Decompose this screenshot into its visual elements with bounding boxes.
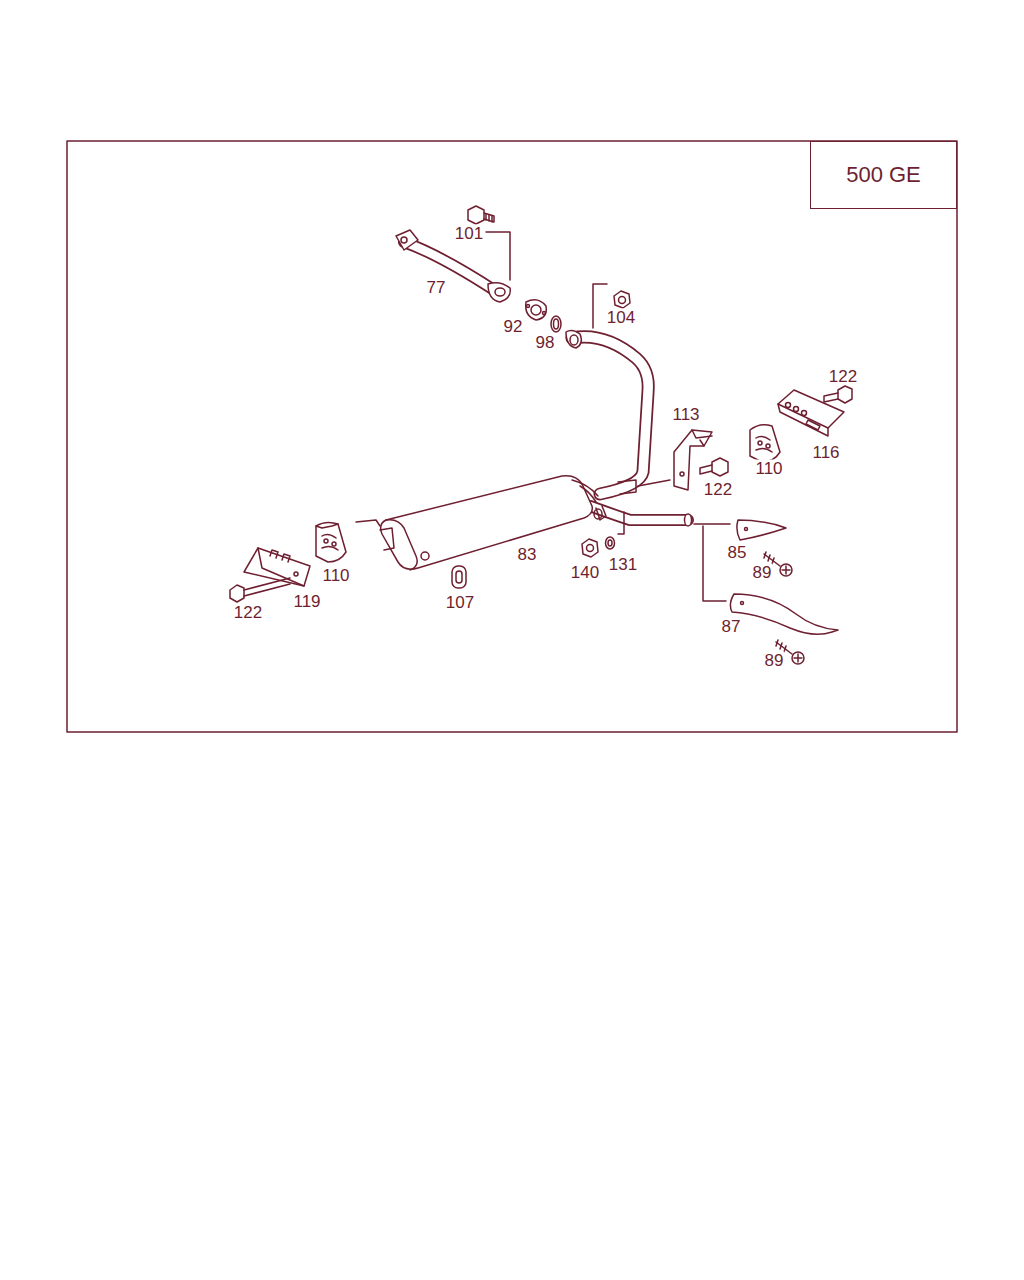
callout-number: 110 xyxy=(321,567,350,584)
nut xyxy=(582,539,598,557)
intermediate-pipe xyxy=(566,330,648,494)
callout-number: 98 xyxy=(535,334,556,351)
tail-pipe xyxy=(590,506,692,526)
model-box: 500 GE xyxy=(810,141,957,209)
callout-number: 92 xyxy=(503,318,524,335)
bracket xyxy=(778,390,844,436)
callout-number: 116 xyxy=(811,444,840,461)
callout-number: 77 xyxy=(426,279,447,296)
callout-number: 101 xyxy=(454,225,484,242)
leader-line xyxy=(703,526,726,601)
washer xyxy=(608,540,612,546)
leader-line xyxy=(618,512,624,534)
leader-line xyxy=(694,523,730,525)
leader-line xyxy=(638,480,670,486)
tail-tip xyxy=(730,594,838,634)
callout-number: 110 xyxy=(754,460,783,477)
callout-number: 131 xyxy=(608,556,638,573)
nut xyxy=(614,291,630,308)
tail-tip xyxy=(745,528,748,531)
callout-number: 113 xyxy=(671,406,700,423)
frame xyxy=(67,141,957,732)
callout-number: 89 xyxy=(752,564,773,581)
callout-number: 122 xyxy=(233,604,263,621)
rubber-hanger xyxy=(750,425,780,462)
callout-number: 87 xyxy=(721,618,742,635)
rubber-ring xyxy=(456,571,462,583)
washer xyxy=(606,537,615,549)
callout-number: 122 xyxy=(703,481,733,498)
sealing-ring xyxy=(551,316,561,332)
bolt xyxy=(824,386,852,403)
gasket xyxy=(526,300,547,320)
callout-number: 119 xyxy=(292,593,321,610)
tail-tip xyxy=(737,520,786,540)
sealing-ring xyxy=(554,319,559,329)
bracket xyxy=(244,548,310,586)
bolt xyxy=(468,206,494,224)
callout-number: 107 xyxy=(445,594,475,611)
callout-number: 89 xyxy=(764,652,785,669)
callout-number: 104 xyxy=(606,309,636,326)
rubber-hanger xyxy=(316,522,346,562)
callout-number: 85 xyxy=(727,544,748,561)
tail-tip xyxy=(741,602,744,605)
callout-number: 83 xyxy=(517,546,538,563)
rubber-ring xyxy=(452,566,466,588)
muffler xyxy=(356,476,636,570)
callout-number: 122 xyxy=(828,368,858,385)
bolt xyxy=(700,458,728,476)
model-label: 500 GE xyxy=(846,162,921,188)
bolt xyxy=(230,578,290,602)
leader-line xyxy=(486,232,510,280)
callout-number: 140 xyxy=(570,564,600,581)
